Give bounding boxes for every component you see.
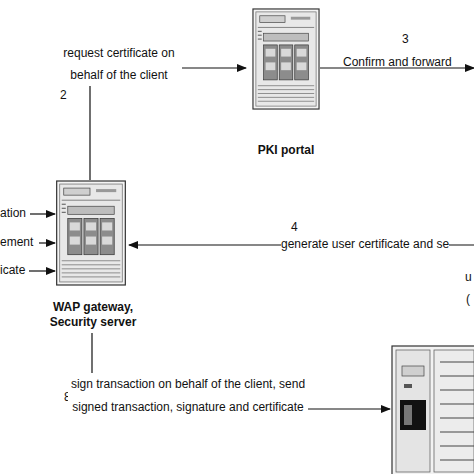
arrow-line — [30, 213, 55, 214]
arrow-line — [29, 270, 55, 271]
text-label: Confirm and forward — [343, 55, 452, 70]
callout-number: 3 — [402, 32, 409, 47]
text-label: sign transaction on behalf of the client… — [68, 373, 308, 419]
node-label: WAP gateway, Security server — [28, 300, 158, 330]
text-label: ation — [0, 206, 26, 221]
arrow-line — [39, 242, 55, 243]
server-icon — [57, 181, 126, 285]
edge-label: request certificate on behalf of the cli… — [56, 42, 182, 86]
text-label: ement — [0, 235, 33, 250]
tower-server-icon — [392, 346, 474, 474]
server-icon — [253, 9, 319, 109]
callout-number: 4 — [291, 220, 298, 235]
node-label: PKI portal — [246, 143, 326, 158]
text-label: icate — [0, 263, 25, 278]
text-label: generate user certificate and se — [281, 237, 449, 252]
text-label: u — [465, 270, 472, 285]
text-label: ( — [466, 292, 470, 307]
callout-number: 2 — [60, 88, 67, 103]
